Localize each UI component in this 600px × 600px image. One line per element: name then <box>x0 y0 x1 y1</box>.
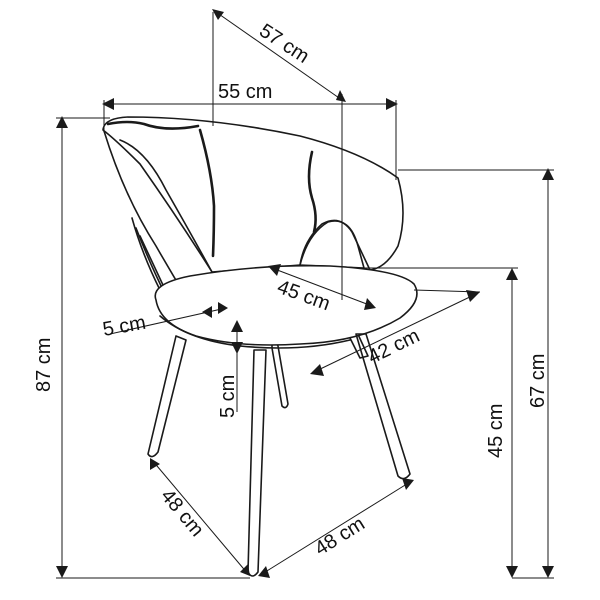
arrow-57-start <box>212 9 224 20</box>
arrow-leg-front-end <box>402 478 414 490</box>
label-width-total: 55 cm <box>218 81 272 103</box>
chair-shell <box>102 116 404 273</box>
arrow-seat-width-end <box>466 290 480 302</box>
arrow-55-start <box>102 98 114 110</box>
arrow-87-top <box>56 116 68 128</box>
arrow-87-bottom <box>56 566 68 578</box>
arrow-seat-depth-end <box>364 298 376 310</box>
arrow-57-end <box>336 90 346 102</box>
backrest-top-seam <box>106 120 200 130</box>
arrow-55-end <box>386 98 398 110</box>
dim-line-57 <box>215 11 343 101</box>
label-height-total: 87 cm <box>33 338 55 392</box>
label-leg-span-front: 48 cm <box>311 513 369 561</box>
arrow-67-bottom <box>542 566 554 578</box>
back-left-leg <box>271 334 289 409</box>
arrow-seat-height-bottom <box>506 566 518 578</box>
seat-cushion <box>154 264 418 346</box>
arrow-leg-side-end <box>240 564 250 576</box>
dim-line-leg-front <box>261 481 411 575</box>
dimension-lines <box>56 9 554 579</box>
arrow-seat-depth-start <box>268 264 281 276</box>
label-depth-total: 57 cm <box>255 20 313 68</box>
dim-line-seat-width <box>313 293 477 373</box>
arrow-67-top <box>542 168 554 180</box>
front-right-leg <box>355 333 411 480</box>
front-left-leg <box>147 335 187 458</box>
label-seat-height: 45 cm <box>485 404 507 458</box>
dim-line-leg-side <box>151 459 249 575</box>
arrow-seat-thickness-bottom <box>231 342 243 354</box>
arrow-back-thickness-end <box>218 302 228 314</box>
back-cushion <box>299 220 365 269</box>
front-center-leg <box>247 349 267 577</box>
label-back-thickness: 5 cm <box>101 312 148 341</box>
ext-seat-width-right <box>413 289 481 293</box>
arrow-seat-thickness-top <box>231 320 243 332</box>
backrest-seam-right <box>307 150 317 234</box>
arrow-leg-side-start <box>150 458 160 470</box>
label-armrest-height: 67 cm <box>527 354 549 408</box>
backrest-seam-left <box>198 128 216 258</box>
arrow-leg-front-start <box>258 566 270 578</box>
label-leg-span-side: 48 cm <box>156 485 208 541</box>
arrow-back-thickness-start <box>202 306 212 318</box>
shell-side-rib-1 <box>131 217 161 291</box>
dim-line-seat-depth <box>271 267 373 307</box>
label-seat-thickness: 5 cm <box>217 375 239 418</box>
shell-side-panel <box>119 139 213 273</box>
arrow-seat-width-start <box>310 364 324 376</box>
arrow-seat-height-top <box>506 268 518 280</box>
